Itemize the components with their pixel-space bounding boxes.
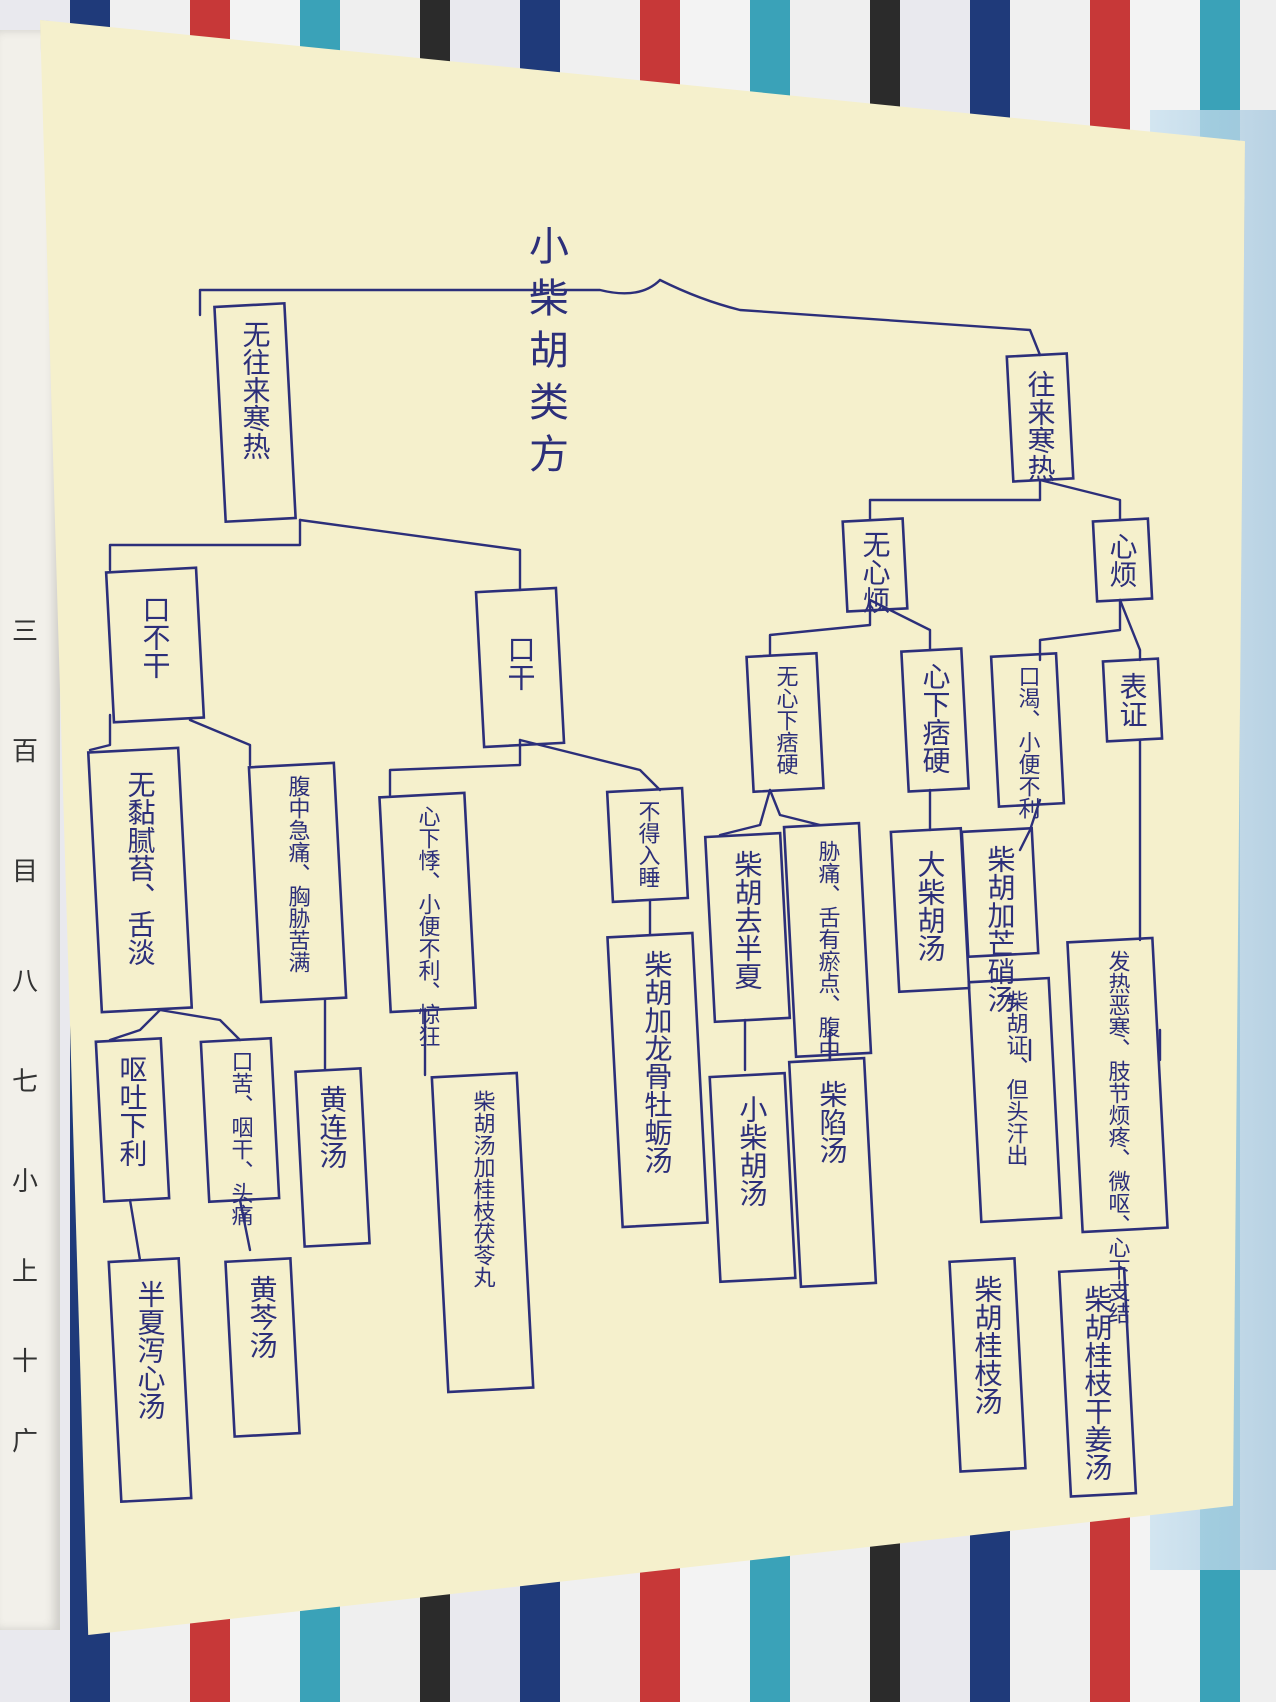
node-xiao-chaihu-tang: 小柴胡汤 xyxy=(708,1071,797,1284)
margin-mark: 百 xyxy=(12,737,38,767)
margin-mark: 三 xyxy=(12,617,38,647)
node-label: 口不干 xyxy=(139,595,172,679)
node-label: 半夏泻心汤 xyxy=(134,1280,167,1420)
node-wu-xinxia-pi: 无心下痞硬 xyxy=(745,651,825,794)
node-label: 无往来寒热 xyxy=(239,320,272,460)
node-biaozheng: 表证 xyxy=(1101,657,1164,743)
node-wu-xinfan: 无心烦 xyxy=(841,517,909,614)
node-label: 黄连汤 xyxy=(316,1085,349,1169)
node-chaihu-longgu-muli: 柴胡加龙骨牡蛎汤 xyxy=(606,931,709,1229)
node-label: 无心烦 xyxy=(859,530,892,614)
node-label: 小柴胡汤 xyxy=(736,1095,769,1207)
node-xinfan: 心烦 xyxy=(1091,517,1154,603)
node-chaihu-guizhi-tang: 柴胡桂枝汤 xyxy=(948,1257,1027,1473)
node-chaihu-qu-banxia: 柴胡去半夏 xyxy=(703,831,792,1024)
node-kouku-yangan: 口苦、咽干、头痛 xyxy=(199,1036,281,1226)
node-huanglian-tang: 黄连汤 xyxy=(294,1067,371,1248)
node-label: 柴胡去半夏 xyxy=(731,850,764,990)
node-label: 腹中急痛、胸胁苦满 xyxy=(285,775,311,973)
margin-mark: 七 xyxy=(12,1067,38,1097)
node-label: 口渴、小便不利 xyxy=(1015,665,1041,819)
node-chaihu-guizhi-fuling: 柴胡汤加桂枝茯苓丸 xyxy=(430,1071,535,1394)
margin-mark: 广 xyxy=(12,1427,38,1457)
node-kou-bugan: 口不干 xyxy=(104,566,206,724)
node-label: 口苦、咽干、头痛 xyxy=(228,1050,254,1226)
node-label: 柴胡桂枝汤 xyxy=(971,1275,1004,1415)
node-kougan: 口干 xyxy=(474,586,566,749)
node-label: 黄芩汤 xyxy=(246,1275,279,1359)
node-label: 柴胡证、但头汗出 xyxy=(1003,990,1029,1166)
node-label: 表证 xyxy=(1116,672,1149,728)
node-label: 呕吐下利 xyxy=(116,1055,149,1167)
node-label: 无黏腻苔、舌淡 xyxy=(124,770,157,966)
margin-mark: 小 xyxy=(12,1167,38,1197)
node-label: 柴陷汤 xyxy=(816,1080,849,1164)
node-xietong: 胁痛、舌有瘀点、腹中 xyxy=(782,821,873,1060)
node-label: 大柴胡汤 xyxy=(914,850,947,962)
node-chaihu-zheng: 柴胡证、但头汗出 xyxy=(967,976,1063,1224)
node-wu-wanglai-hanre: 无往来寒热 xyxy=(213,301,297,524)
node-label: 心下悸、小便不利、惊狂 xyxy=(415,805,441,1047)
node-huangqin-tang: 黄芩汤 xyxy=(224,1257,301,1438)
node-label: 柴胡汤加桂枝茯苓丸 xyxy=(470,1090,496,1288)
node-fare-ehan: 发热恶寒、肢节烦疼、微呕、心下支结 xyxy=(1066,936,1169,1324)
node-xinxia-pi: 心下痞硬 xyxy=(900,647,970,793)
node-label: 心烦 xyxy=(1106,532,1139,588)
node-chaihu-jia-mangxiao: 柴胡加芒硝汤 xyxy=(960,826,1040,1013)
node-label: 柴胡桂枝干姜汤 xyxy=(1081,1285,1114,1481)
node-kouke: 口渴、小便不利 xyxy=(989,652,1066,819)
node-outu-xiali: 呕吐下利 xyxy=(94,1037,171,1203)
margin-mark: 目 xyxy=(12,857,38,887)
diagram-title: 小柴胡类方 xyxy=(522,225,568,485)
node-label: 口干 xyxy=(504,635,537,691)
margin-mark: 上 xyxy=(12,1257,38,1287)
node-label: 柴胡加芒硝汤 xyxy=(984,845,1017,1013)
margin-mark: 十 xyxy=(12,1347,38,1377)
node-wu-nini-tai: 无黏腻苔、舌淡 xyxy=(86,746,194,1014)
node-label: 心下痞硬 xyxy=(919,662,952,774)
node-wanglai-hanre: 往来寒热 xyxy=(1005,352,1075,483)
margin-mark: 八 xyxy=(12,967,38,997)
node-label: 胁痛、舌有瘀点、腹中 xyxy=(815,840,841,1060)
node-chaixian-tang: 柴陷汤 xyxy=(787,1056,878,1289)
connectors xyxy=(88,278,1162,1262)
node-da-chaihu-tang: 大柴胡汤 xyxy=(889,826,971,994)
node-label: 柴胡加龙骨牡蛎汤 xyxy=(641,950,674,1174)
node-label: 往来寒热 xyxy=(1024,370,1057,482)
node-label: 无心下痞硬 xyxy=(773,665,799,775)
left-margin-marks: 三 百 目 八 七 小 上 十 广 xyxy=(12,617,38,1457)
node-label: 不得入睡 xyxy=(635,800,661,888)
node-label: 发热恶寒、肢节烦疼、微呕、心下支结 xyxy=(1105,950,1131,1324)
node-xinxia-ji: 心下悸、小便不利、惊狂 xyxy=(378,791,477,1047)
node-banxia-xiexin-tang: 半夏泻心汤 xyxy=(107,1256,193,1504)
node-bu-de-rushui: 不得入睡 xyxy=(605,786,690,904)
node-chaihu-guizhi-ganjiang: 柴胡桂枝干姜汤 xyxy=(1057,1267,1138,1498)
node-fuzhong-jitong: 腹中急痛、胸胁苦满 xyxy=(247,761,348,1004)
